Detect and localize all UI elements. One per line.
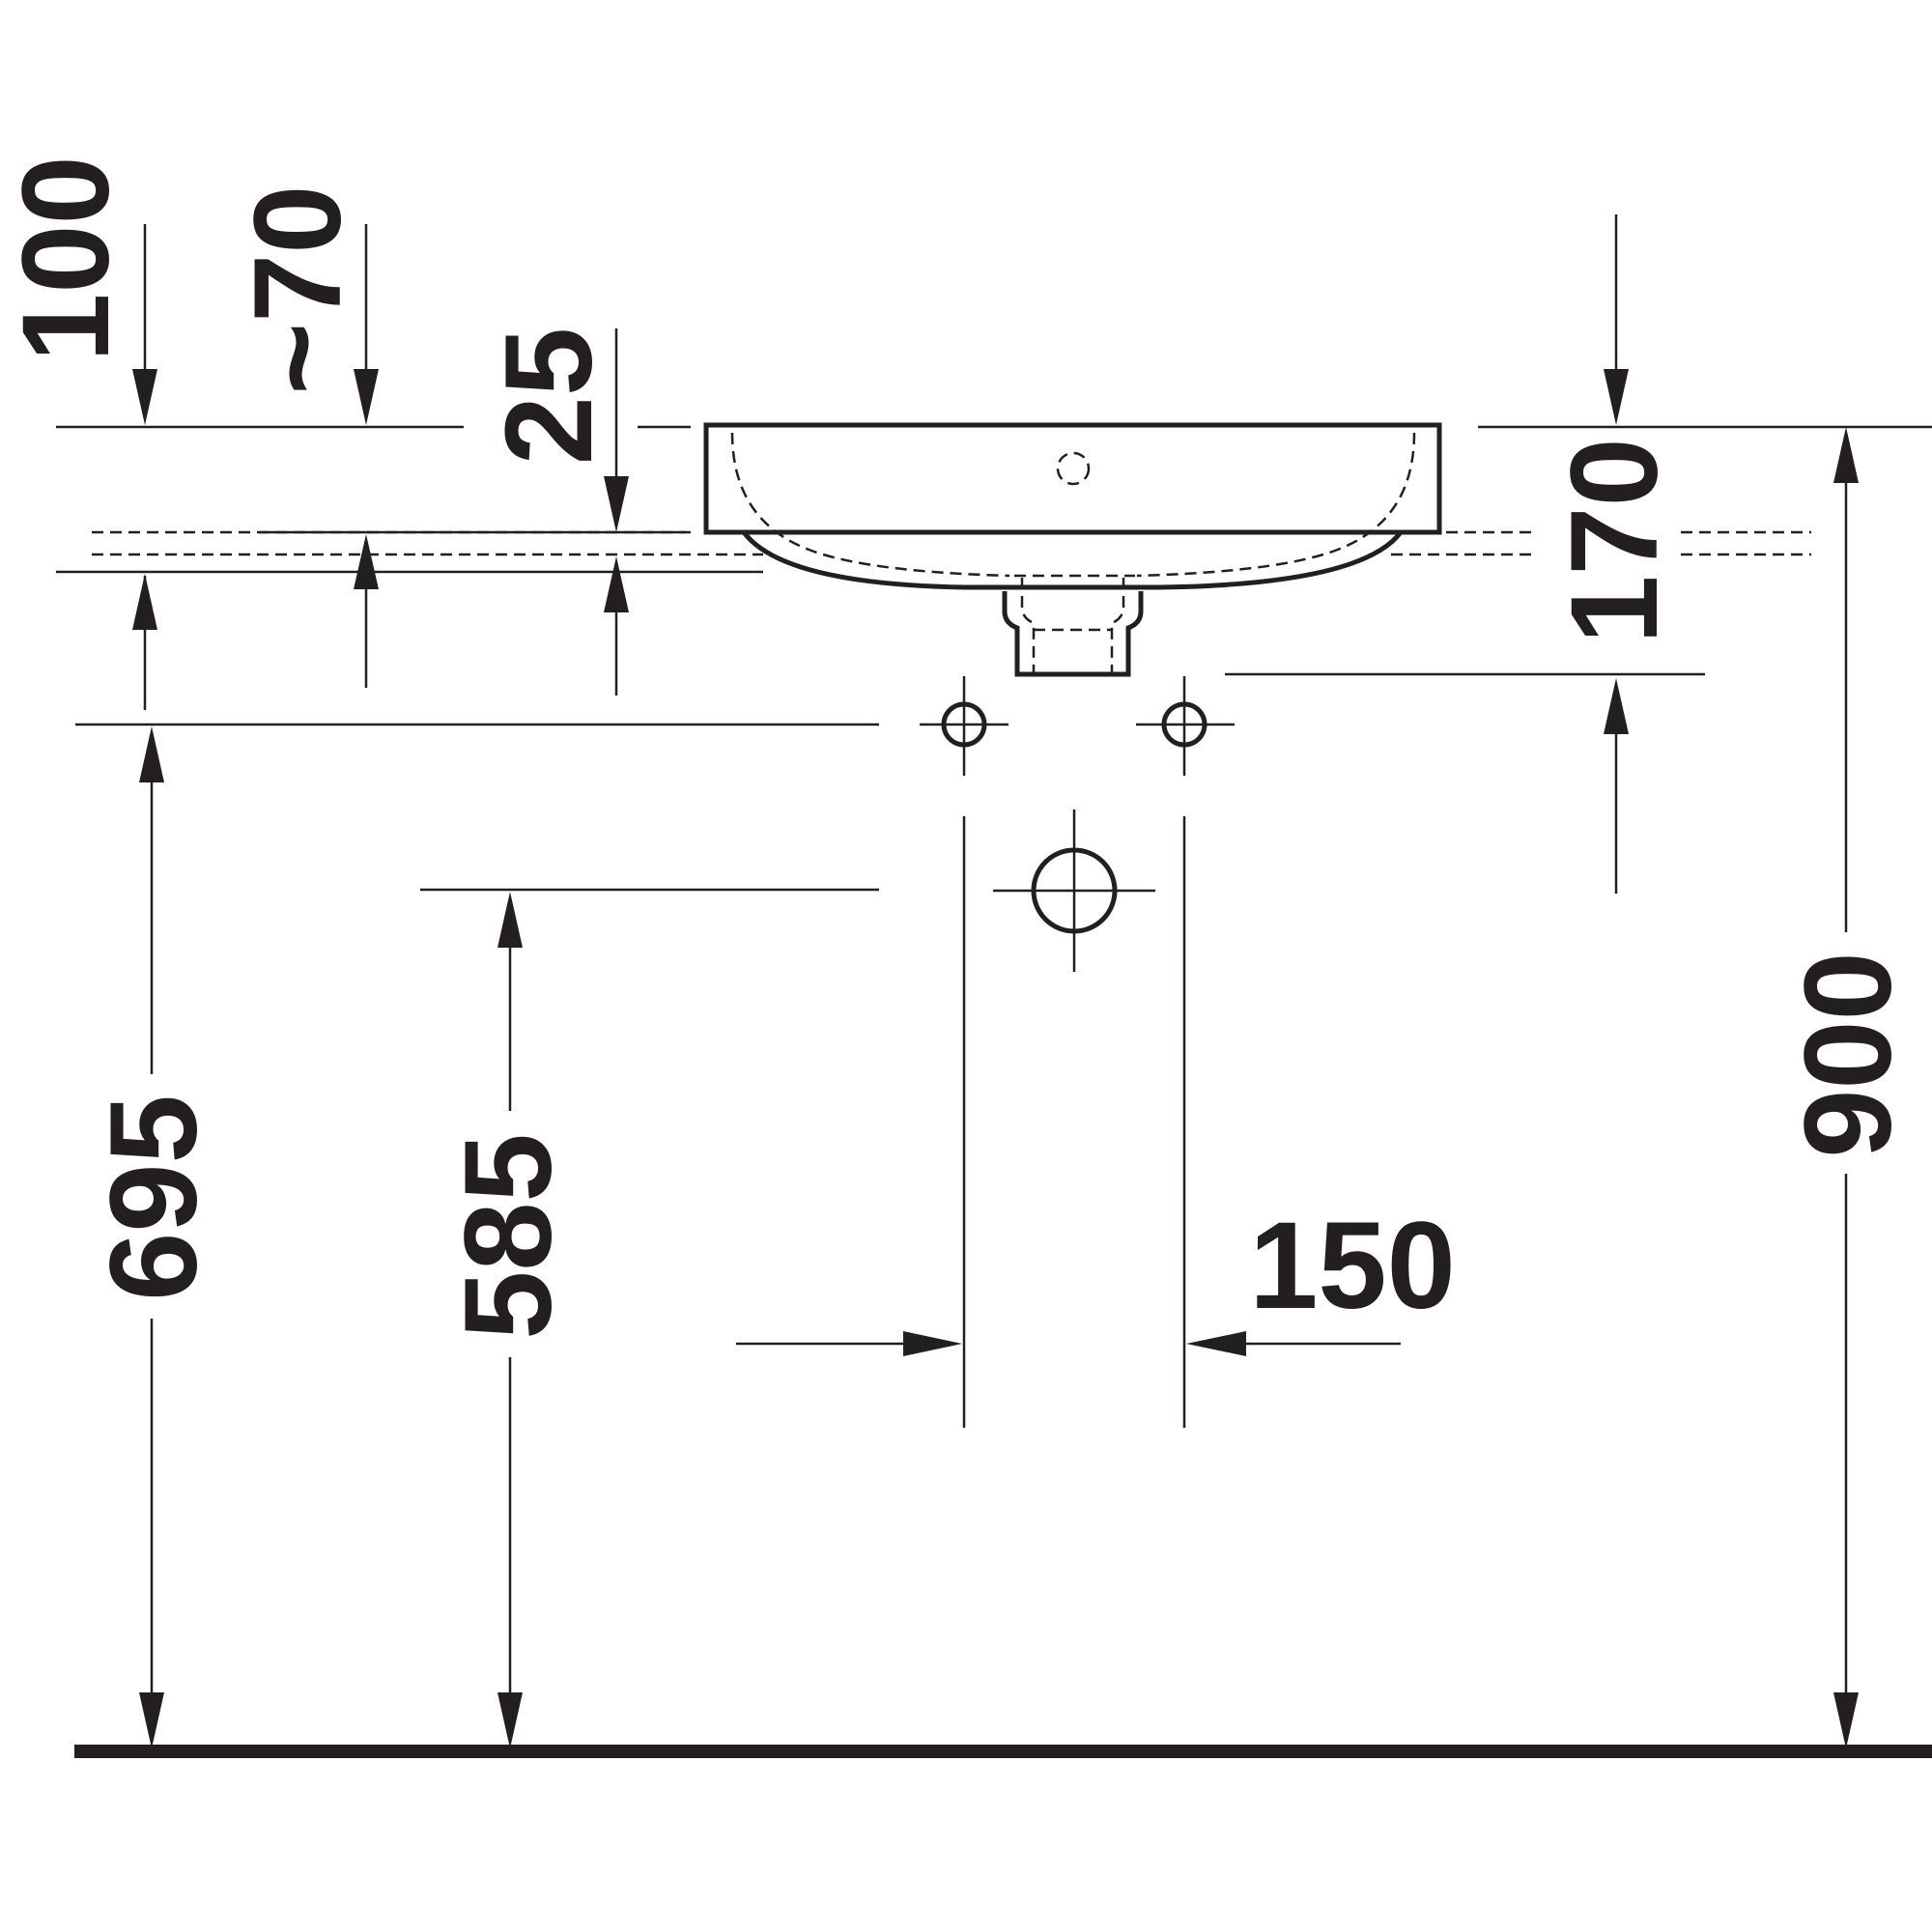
basin (703, 422, 1442, 677)
dim-25-label: 25 (480, 327, 618, 465)
dim-695-label: 695 (85, 1094, 223, 1301)
tap-hole-left (920, 676, 1009, 776)
dim-150-label: 150 (1249, 1197, 1456, 1335)
dim-170-label: 170 (1546, 438, 1684, 644)
dim-100-label: 100 (0, 156, 135, 362)
dim-70-label: ~70 (229, 185, 367, 394)
dim-900-label: 900 (1779, 952, 1918, 1158)
waste-centre (993, 810, 1155, 972)
dimension-labels: 100 ~70 25 170 900 695 585 150 (0, 156, 1918, 1340)
tap-hole-right (1136, 676, 1235, 776)
dimension-lines (132, 214, 1859, 1748)
reference-lines (56, 425, 1932, 1428)
tap-holes (920, 676, 1235, 972)
dim-585-label: 585 (440, 1133, 578, 1340)
